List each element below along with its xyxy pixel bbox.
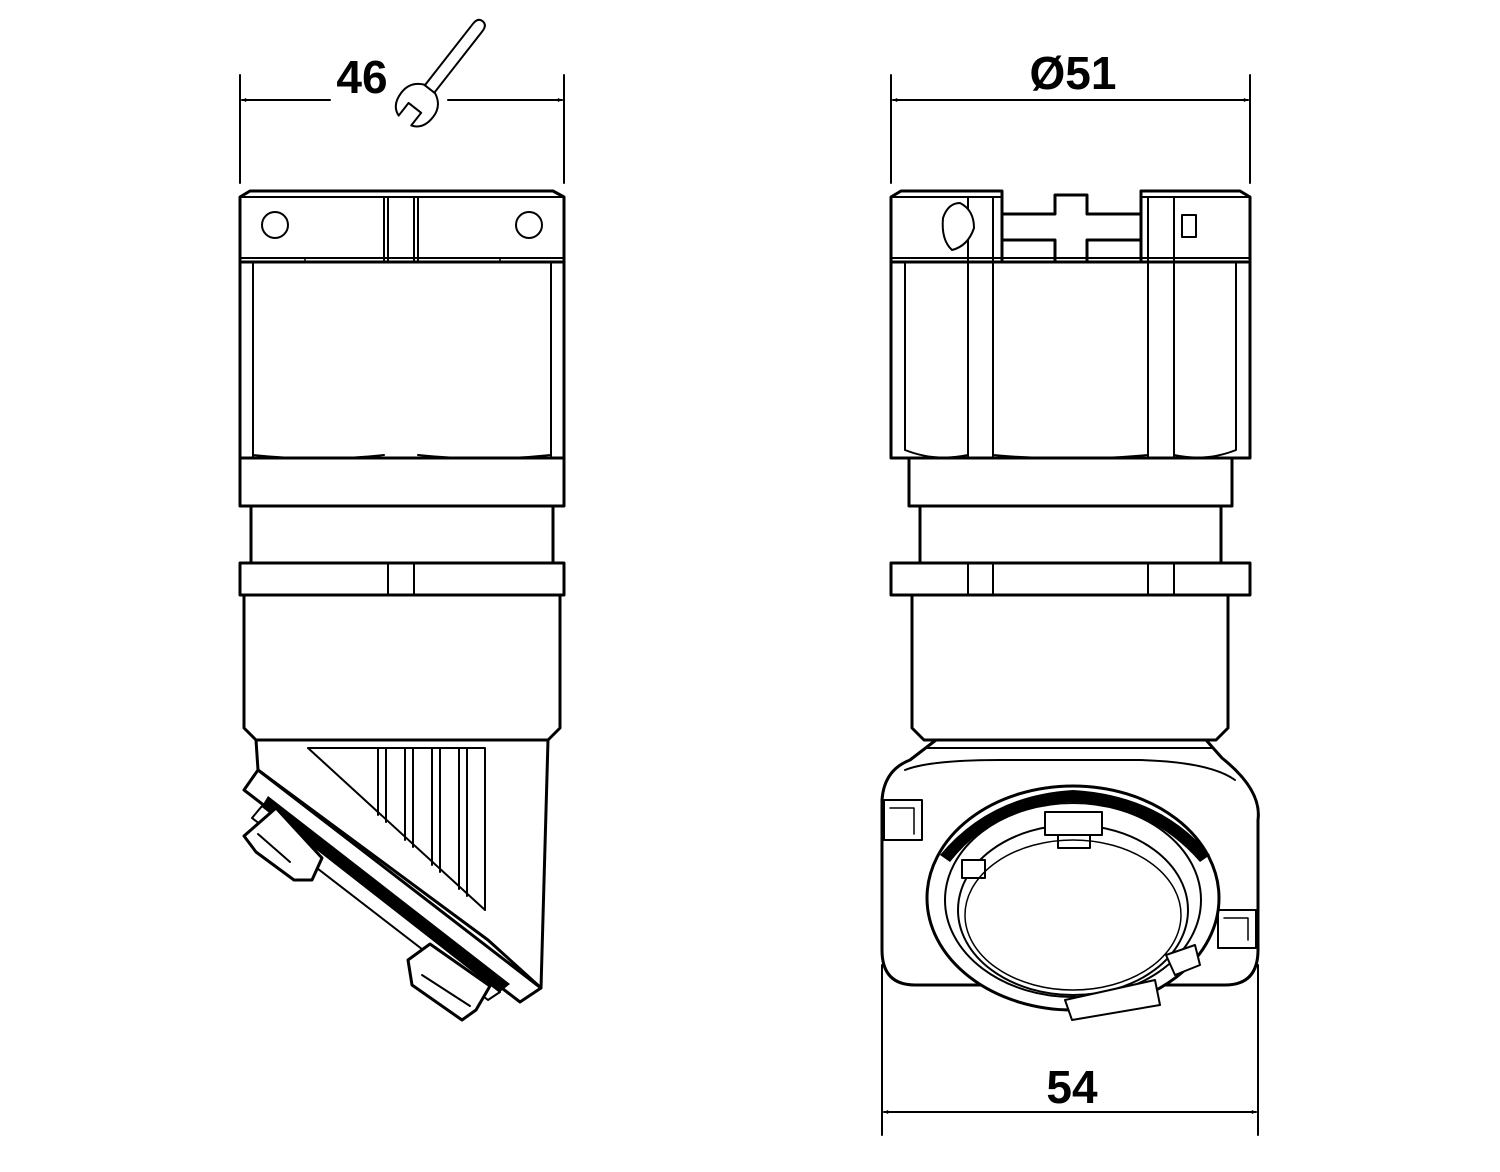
dimension-label-diameter: Ø51	[1030, 47, 1117, 99]
wrench-icon	[394, 18, 486, 128]
side-latch-left	[883, 799, 923, 841]
cap-latch-right	[1181, 214, 1197, 238]
dimension-label-across-flats: 46	[336, 51, 387, 103]
collar-upper	[238, 456, 566, 565]
middle-ring	[889, 561, 1252, 597]
flange-nut-upper	[242, 806, 324, 882]
dimension-across-flats: 46	[239, 18, 565, 184]
housing-body	[242, 593, 562, 742]
side-latch-right	[1217, 909, 1257, 949]
hex-nut	[238, 189, 566, 460]
collar-upper	[907, 456, 1234, 565]
housing-body	[910, 593, 1230, 742]
cap-latch-left	[941, 202, 975, 251]
seal-ring	[262, 796, 510, 992]
cap	[889, 189, 1252, 270]
dimension-label-width: 54	[1046, 1061, 1098, 1113]
dimension-diameter: Ø51	[890, 47, 1251, 184]
side-view: 46	[238, 18, 566, 1022]
front-view: Ø51	[880, 47, 1260, 1136]
middle-ring	[238, 561, 566, 597]
angled-outlet	[242, 738, 550, 1022]
inner-seal	[940, 790, 1210, 862]
hex-nut	[889, 257, 1252, 460]
flange-nut-lower	[406, 942, 492, 1022]
nut-hole-right	[515, 211, 543, 239]
nut-hole-left	[261, 211, 289, 239]
dimension-width: 54	[881, 964, 1259, 1136]
outlet-housing	[880, 738, 1260, 1021]
